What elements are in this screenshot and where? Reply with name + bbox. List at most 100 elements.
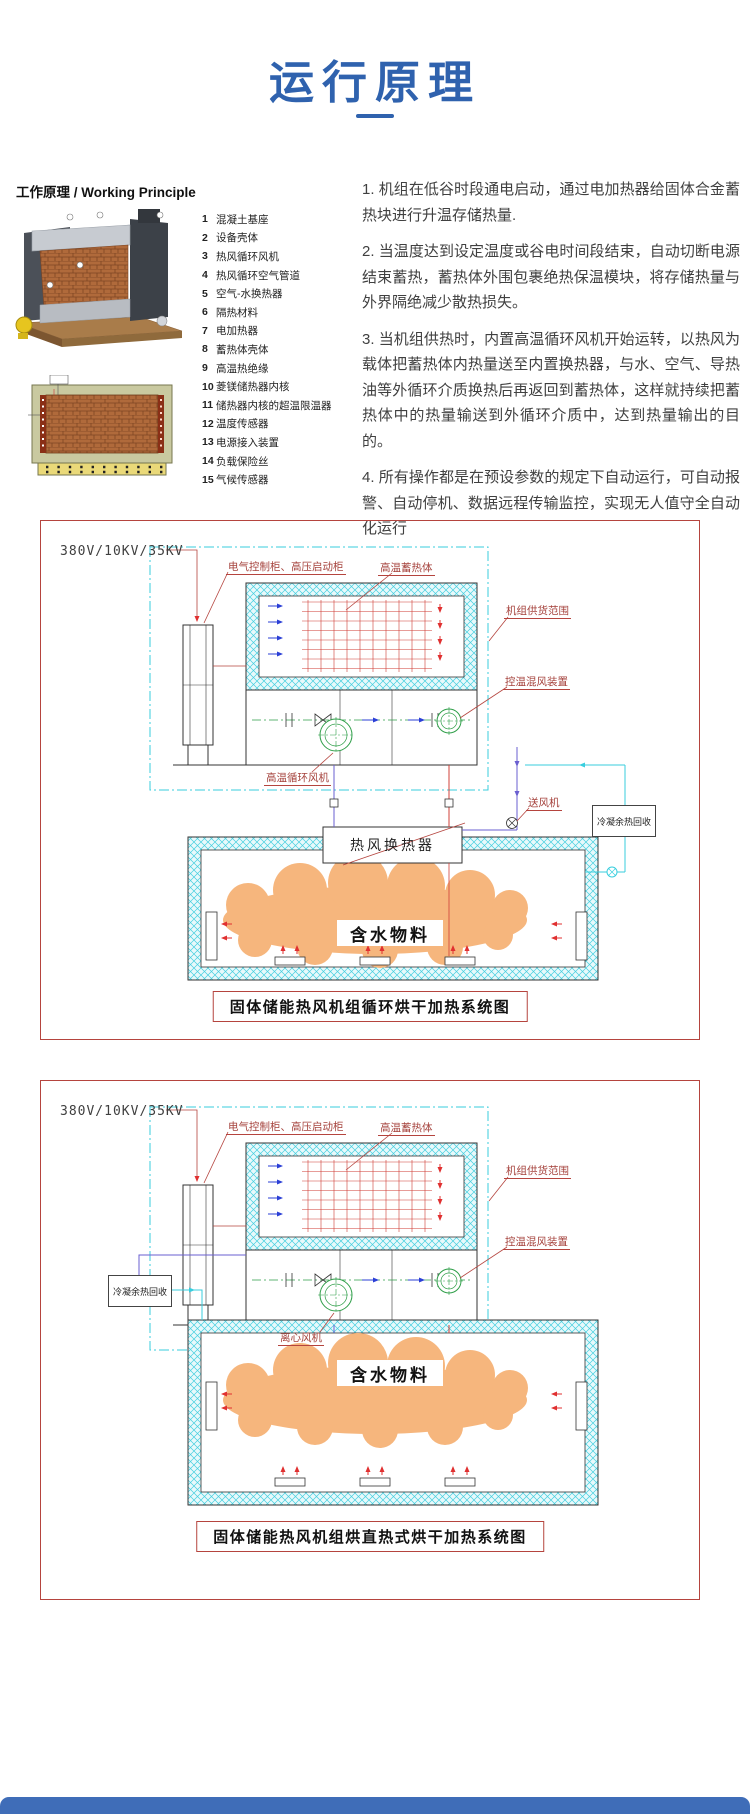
wet-material-label: 含水物料	[337, 1360, 443, 1386]
part-label: 高温热绝缘	[216, 362, 269, 375]
part-number: 1	[202, 213, 208, 226]
part-label: 设备壳体	[216, 232, 258, 245]
diagram-1-border	[40, 520, 700, 1040]
equipment-body	[24, 209, 168, 327]
control-cabinet-label: 电气控制柜、高压启动柜	[226, 561, 346, 575]
part-label: 温度传感器	[216, 418, 269, 431]
leader-lines	[166, 1109, 509, 1333]
part-number: 5	[202, 287, 208, 300]
control-cabinet	[182, 624, 214, 765]
leader-lines	[166, 549, 530, 866]
part-number: 8	[202, 343, 208, 356]
part-number: 11	[202, 399, 214, 412]
step-paragraph: 1. 机组在低谷时段通电启动，通过电加热器给固体合金蓄热块进行升温存储热量.	[362, 181, 740, 224]
voltage-label: 380V/10KV/35KV	[60, 1104, 184, 1119]
diagram-1: 380V/10KV/35KV 电气控制柜、高压启动柜 高温蓄热体 机组供货范围 …	[40, 520, 700, 1040]
mixing-device-label: 控温混风装置	[503, 676, 570, 690]
thermal-storage-block	[245, 582, 478, 691]
part-number: 9	[202, 362, 208, 375]
pipes	[329, 747, 626, 956]
part-label: 蓄热体壳体	[216, 343, 269, 356]
part-label: 热风循环风机	[216, 250, 279, 263]
diagram-2-border	[40, 1080, 700, 1600]
part-number: 4	[202, 269, 208, 282]
part-number: 12	[202, 417, 214, 430]
heat-exchanger-outline	[322, 826, 463, 864]
xsec-frame	[31, 384, 173, 464]
equipment-photo	[15, 209, 183, 347]
parts-list-item: 5 空气-水换热器	[202, 284, 332, 303]
part-label: 电源接入装置	[216, 436, 279, 449]
supply-scope-label: 机组供货范围	[504, 605, 571, 619]
control-cabinet	[182, 1184, 214, 1325]
condensate-recovery-box: 冷凝余热回收	[108, 1275, 172, 1307]
fan-section	[173, 689, 478, 766]
parts-list-item: 2 设备壳体	[202, 229, 332, 248]
part-label: 空气-水换热器	[216, 288, 283, 301]
fan-section	[173, 1249, 478, 1326]
part-number: 15	[202, 473, 214, 486]
footer-bar	[0, 1797, 750, 1814]
equipment-fan	[15, 316, 33, 339]
xsec-heater-strip	[37, 462, 167, 476]
xsec-callout	[28, 375, 69, 416]
parts-list-item: 1 混凝土基座	[202, 210, 332, 229]
mixing-device-label: 控温混风装置	[503, 1236, 570, 1250]
condensate-recovery-box: 冷凝余热回收	[592, 805, 656, 837]
part-number: 2	[202, 231, 208, 244]
step-paragraph: 4. 所有操作都是在预设参数的规定下自动运行，可自动报警、自动停机、数据远程传输…	[362, 469, 740, 537]
part-label: 混凝土基座	[216, 213, 269, 226]
diagram-1-caption: 固体储能热风机组循环烘干加热系统图	[212, 991, 528, 1022]
callout-markers	[46, 211, 164, 289]
operating-steps: 1. 机组在低谷时段通电启动，通过电加热器给固体合金蓄热块进行升温存储热量. 2…	[362, 177, 740, 553]
voltage-label: 380V/10KV/35KV	[60, 544, 184, 559]
supply-scope-boundary	[149, 1106, 489, 1351]
equipment-cross-section	[28, 375, 173, 476]
diagram-2: 380V/10KV/35KV 电气控制柜、高压启动柜 高温蓄热体 机组供货范围 …	[40, 1080, 700, 1600]
diagram-1-drawing	[40, 520, 700, 1040]
parts-list-item: 8 蓄热体壳体	[202, 340, 332, 359]
pipes	[138, 1254, 450, 1333]
parts-list-item: 4 热风循环空气管道	[202, 266, 332, 285]
control-cabinet-label: 电气控制柜、高压启动柜	[226, 1121, 346, 1135]
part-number: 13	[202, 436, 214, 449]
part-number: 3	[202, 250, 208, 263]
part-number: 10	[202, 380, 214, 393]
step-paragraph: 3. 当机组供热时，内置高温循环风机开始运转，以热风为载体把蓄热体内热量送至内置…	[362, 330, 740, 450]
chamber-radiators	[205, 1381, 588, 1487]
supply-scope-label: 机组供货范围	[504, 1165, 571, 1179]
circulation-fan-label: 高温循环风机	[264, 772, 331, 786]
part-number: 6	[202, 306, 208, 319]
heat-exchanger-box: 热风换热器	[350, 837, 435, 853]
thermal-storage-block	[245, 1142, 478, 1251]
supply-fan-label: 送风机	[526, 797, 562, 811]
title-underline	[356, 114, 394, 118]
chamber-radiators	[205, 911, 588, 966]
step-paragraph: 2. 当温度达到设定温度或谷电时间段结束，自动切断电源结束蓄热，蓄热体外围包裹绝…	[362, 243, 740, 311]
diagram-2-drawing	[40, 1080, 700, 1600]
diagram-2-caption: 固体储能热风机组烘直热式烘干加热系统图	[196, 1521, 544, 1552]
page-title: 运行原理	[268, 57, 481, 108]
part-label: 气候传感器	[216, 474, 269, 487]
part-label: 电加热器	[216, 325, 258, 338]
parts-list-item: 6 隔热材料	[202, 303, 332, 322]
thermal-storage-label: 高温蓄热体	[378, 1122, 435, 1136]
wet-material-label: 含水物料	[337, 920, 443, 946]
parts-list-item: 3 热风循环风机	[202, 247, 332, 266]
section-heading: 工作原理 / Working Principle	[16, 185, 196, 200]
parts-list-item: 9 高温热绝缘	[202, 359, 332, 378]
thermal-storage-label: 高温蓄热体	[378, 562, 435, 576]
supply-scope-boundary	[149, 546, 489, 791]
part-label: 隔热材料	[216, 306, 258, 319]
part-label: 负载保险丝	[216, 455, 269, 468]
part-label: 热风循环空气管道	[216, 269, 300, 282]
